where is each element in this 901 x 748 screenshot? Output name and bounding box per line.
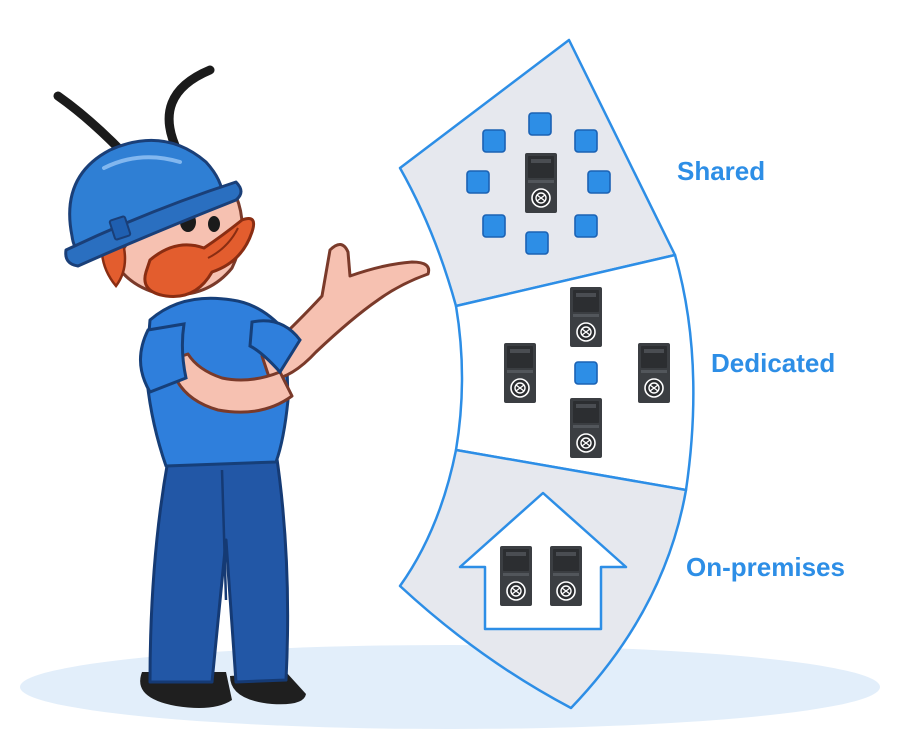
engineer-mascot xyxy=(53,65,431,708)
tier-label-dedicated: Dedicated xyxy=(711,348,836,378)
tier-label-on-premises: On-premises xyxy=(686,552,845,582)
tier-panel xyxy=(398,38,695,710)
server-rack-icon xyxy=(569,397,603,459)
tier-label-shared: Shared xyxy=(677,156,766,186)
server-rack-icon xyxy=(569,286,603,348)
server-rack-icon xyxy=(637,342,671,404)
server-rack-icon xyxy=(499,545,533,607)
server-rack-icon xyxy=(503,342,537,404)
server-rack-icon xyxy=(549,545,583,607)
server-rack-icon xyxy=(524,152,558,214)
blue-square-instance-icon xyxy=(574,361,598,385)
